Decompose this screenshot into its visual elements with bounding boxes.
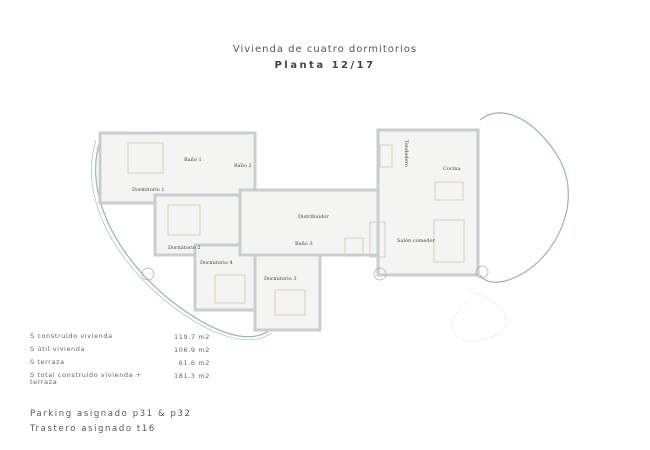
room-dormitorio-4: Dormitorio 4 — [200, 260, 233, 266]
surface-value: 106.9 m2 — [174, 346, 210, 354]
floor-label: Planta 12/17 — [274, 60, 376, 71]
terrace-outline — [95, 112, 569, 338]
surface-value: 119.7 m2 — [174, 333, 210, 341]
surface-label: S útil vivienda — [30, 345, 86, 353]
surface-row: S total construido vivienda + terraza 181… — [30, 371, 210, 386]
surface-value: 61.6 m2 — [178, 359, 210, 367]
surface-row: S útil vivienda 106.9 m2 — [30, 346, 210, 359]
room-bano-3: Baño 3 — [295, 240, 313, 247]
plan-title: Vivienda de cuatro dormitorios — [232, 44, 418, 55]
surface-label: S construido vivienda — [30, 332, 113, 340]
room-dormitorio-1: Dormitorio 1 — [132, 187, 165, 193]
surfaces-table: S construido vivienda 119.7 m2 S útil viv… — [30, 333, 210, 386]
room-dormitorio-3: Dormitorio 3 — [264, 276, 297, 282]
surface-label: S terraza — [30, 358, 65, 366]
room-cocina: Cocina — [443, 166, 460, 172]
room-salon-comedor: Salón comedor — [397, 237, 436, 244]
parking-assignment: Parking asignado p31 & p32 — [30, 409, 192, 419]
storage-assignment: Trastero asignado t16 — [30, 424, 156, 434]
room-tendedero: Tendedero — [403, 140, 409, 167]
room-distribuidor: Distribuidor — [298, 214, 329, 220]
room-dormitorio-2: Dormitorio 2 — [168, 245, 201, 251]
terrace-outline-inner — [91, 139, 273, 340]
surface-row: S construido vivienda 119.7 m2 — [30, 333, 210, 346]
surface-label: S total construido vivienda + terraza — [30, 371, 142, 386]
room-bano-2: Baño 2 — [234, 162, 252, 169]
surface-value: 181.3 m2 — [174, 372, 210, 380]
assignments: Parking asignado p31 & p32 Trastero asig… — [30, 407, 192, 437]
terrace-dotted — [451, 289, 507, 341]
room-bano-1: Baño 1 — [184, 156, 202, 163]
surface-row: S terraza 61.6 m2 — [30, 359, 210, 372]
